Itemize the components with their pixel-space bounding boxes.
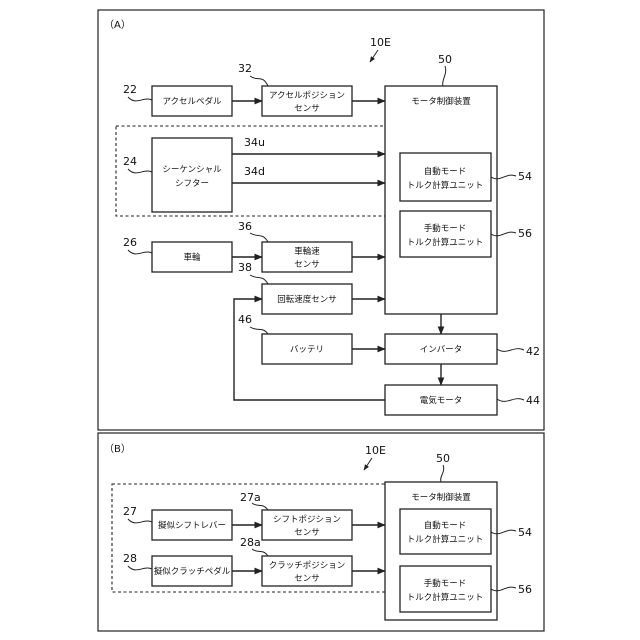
panel-b: （B） 10E モータ制御装置 50 自動モード トルク計算ユニット 54 手動… [98,433,544,631]
shifter-leader [128,169,152,173]
shifter-ref: 24 [123,155,137,168]
wheel-sensor-ref: 36 [238,220,252,233]
manual-unit-line2: トルク計算ユニット [407,237,484,248]
accel-pedal-ref: 22 [123,83,137,96]
motor-label: 電気モータ [420,395,463,406]
wheel-sensor-leader [250,233,268,242]
accel-sensor-line1: アクセルポジション [269,91,345,101]
inverter-leader [497,349,524,352]
manual-mode-unit-box-b [400,566,491,612]
wheel-sensor-line1: 車輪速 [294,246,320,257]
pseudo-clutch-pedal-leader [128,566,152,570]
auto-unit-b-ref: 54 [518,526,532,539]
shift-pos-sensor-line1: シフトポジション [273,515,341,525]
shift-pos-sensor-leader [252,503,268,510]
motor-ref: 44 [526,394,540,407]
figure-ref-b-arrow [364,458,372,470]
accel-pedal-label: アクセルペダル [162,96,222,107]
shift-pos-sensor-line2: センサ [294,528,320,538]
accel-pedal-leader [128,97,152,101]
clutch-pos-sensor-ref: 28a [240,536,261,549]
wheel-ref: 26 [123,236,137,249]
accel-sensor-leader [250,76,268,86]
manual-mode-unit-box [400,211,491,257]
manual-unit-b-line1: 手動モード [424,578,467,589]
controller-title: モータ制御装置 [411,96,471,107]
manual-unit-ref: 56 [518,227,532,240]
manual-unit-line1: 手動モード [424,223,467,234]
inverter-label: インバータ [420,345,463,355]
rot-sensor-ref: 38 [238,261,252,274]
battery-leader [250,327,268,334]
pseudo-clutch-pedal-ref: 28 [123,552,137,565]
manual-unit-b-ref: 56 [518,583,532,596]
shift-down-ref: 34d [244,165,265,178]
panel-a-label: （A） [104,19,131,31]
shift-up-ref: 34u [244,136,265,149]
motor-leader [497,399,524,402]
pseudo-shift-lever-ref: 27 [123,505,137,518]
auto-unit-b-line2: トルク計算ユニット [407,534,484,545]
auto-unit-b-line1: 自動モード [424,520,467,531]
battery-label: バッテリ [290,345,324,355]
shifter-box [152,138,232,212]
clutch-pos-sensor-line2: センサ [294,574,320,584]
inverter-ref: 42 [526,345,540,358]
manual-unit-b-line2: トルク計算ユニット [407,592,484,603]
wheel-label: 車輪 [183,252,201,263]
wheel-sensor-line2: センサ [294,260,320,270]
shifter-line1: シーケンシャル [162,165,222,175]
rot-sensor-leader [250,275,268,284]
figure-ref-a-arrow [370,50,378,62]
auto-unit-line2: トルク計算ユニット [407,180,484,191]
panel-b-label: （B） [104,443,131,455]
pseudo-clutch-pedal-label: 擬似クラッチペダル [154,566,231,577]
shift-pos-sensor-ref: 27a [240,491,261,504]
battery-ref: 46 [238,313,252,326]
shifter-line2: シフター [175,179,209,189]
figure-ref-b: 10E [365,444,386,457]
pseudo-shift-lever-label: 擬似シフトレバー [158,520,226,531]
clutch-pos-sensor-line1: クラッチポジション [269,561,346,571]
controller-ref: 50 [438,53,452,66]
auto-unit-line1: 自動モード [424,166,467,177]
controller-leader [443,66,446,86]
auto-mode-unit-box [400,153,491,201]
accel-sensor-ref: 32 [238,62,252,75]
controller-title-b: モータ制御装置 [411,492,471,503]
figure-ref-a: 10E [370,36,391,49]
wheel-leader [128,250,152,254]
auto-mode-unit-box-b [400,509,491,554]
controller-leader-b [441,465,444,482]
accel-sensor-line2: センサ [294,104,320,114]
controller-ref-b: 50 [436,452,450,465]
clutch-pos-sensor-leader [252,549,268,556]
panel-a: （A） 10E モータ制御装置 50 自動モード トルク計算ユニット 54 手動… [98,10,544,430]
rot-sensor-label: 回転速度センサ [277,294,337,305]
auto-unit-ref: 54 [518,170,532,183]
pseudo-shift-lever-leader [128,519,152,523]
